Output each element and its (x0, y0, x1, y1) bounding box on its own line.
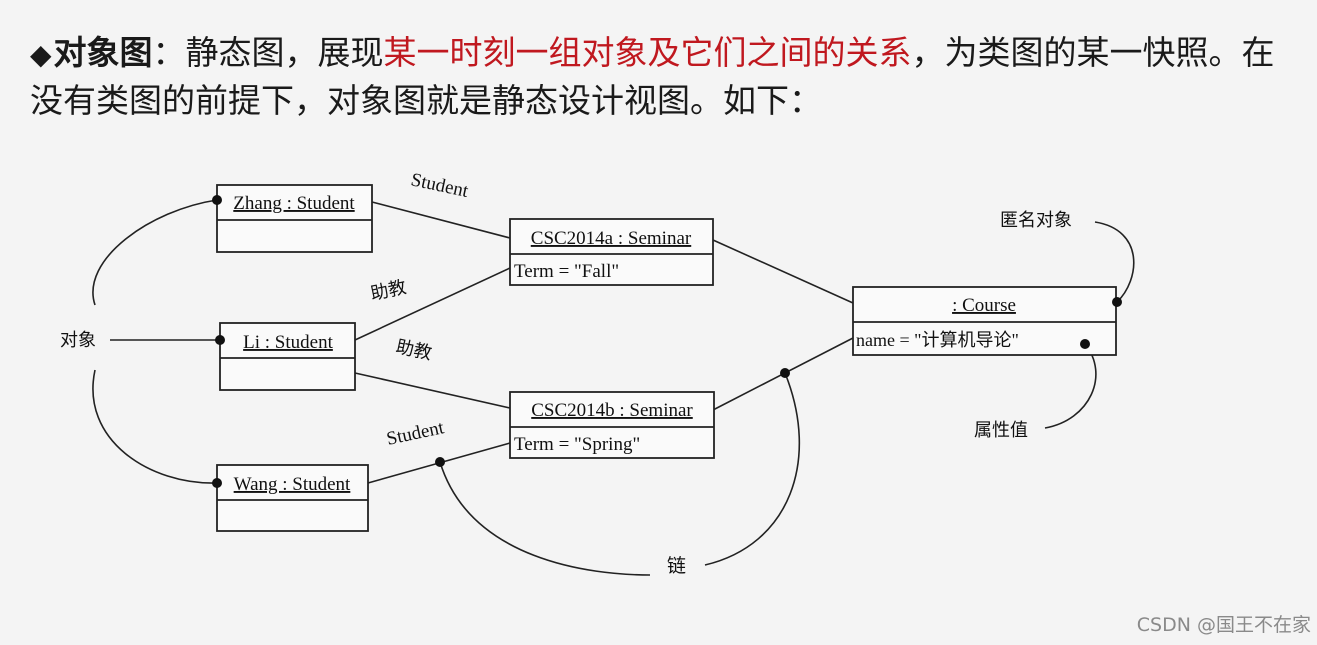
dot-wang (212, 478, 222, 488)
header-term: 对象图 (53, 33, 153, 72)
object-course-box (852, 286, 1117, 356)
object-course-attr: name = "计算机导论" (856, 330, 1019, 350)
object-li-name: Li : Student (243, 332, 333, 353)
watermark: CSDN @国王不在家 (1136, 614, 1311, 636)
annotation-object: 对象 (60, 330, 96, 351)
object-wang-name: Wang : Student (234, 474, 351, 495)
dot-link-course (780, 368, 790, 378)
dot-li (215, 335, 225, 345)
header-text-2: ，为类图的某一快照。在没有类图的前提下，对象图就是静态设计视图。如下： (30, 33, 1275, 120)
link-li-seminar-b (354, 372, 511, 409)
dot-link-wang (435, 457, 445, 467)
link-label-student-top: Student (409, 169, 471, 202)
object-seminar-a-name: CSC2014a : Seminar (531, 228, 692, 249)
object-seminar-b-attr: Term = "Spring" (514, 434, 640, 455)
pointer-curve-wang (92, 369, 218, 484)
header-highlight: 某一时刻一组对象及它们之间的关系 (383, 33, 912, 72)
link-label-assistant-top: 助教 (369, 277, 409, 305)
object-seminar-a-attr: Term = "Fall" (514, 261, 619, 282)
object-course-name: : Course (952, 295, 1016, 316)
object-seminar-b-name: CSC2014b : Seminar (531, 400, 693, 421)
link-pointer-curve-right (704, 372, 801, 566)
link-seminar-a-course (712, 239, 854, 304)
pointer-curve-zhang (92, 199, 218, 306)
object-zhang-box (216, 184, 373, 253)
object-seminar-a-box (509, 218, 714, 286)
object-seminar-b-box (509, 391, 715, 459)
dot-anonymous (1112, 297, 1122, 307)
annotation-anonymous-object: 匿名对象 (1000, 210, 1072, 231)
annotation-attribute-value: 属性值 (974, 420, 1028, 441)
dot-zhang (212, 195, 222, 205)
header-text-1: 静态图，展现 (185, 33, 384, 72)
header-colon: ： (152, 33, 186, 72)
object-li-box (219, 322, 356, 391)
link-zhang-seminar-a (371, 201, 511, 239)
link-label-assistant-bottom: 助教 (394, 336, 434, 364)
object-wang-box (216, 464, 369, 532)
annotation-link: 链 (667, 555, 686, 577)
anonymous-pointer-curve (1094, 221, 1135, 303)
attribute-pointer-curve (1044, 343, 1097, 429)
dot-attribute (1080, 339, 1090, 349)
link-label-student-bottom: Student (385, 417, 447, 450)
diamond-bullet-icon: ◆ (30, 38, 52, 71)
link-li-seminar-a (354, 267, 511, 341)
object-zhang-name: Zhang : Student (233, 193, 355, 214)
header-text: ◆对象图：静态图，展现某一时刻一组对象及它们之间的关系，为类图的某一快照。在没有… (30, 30, 1290, 124)
link-pointer-curve (439, 461, 651, 576)
